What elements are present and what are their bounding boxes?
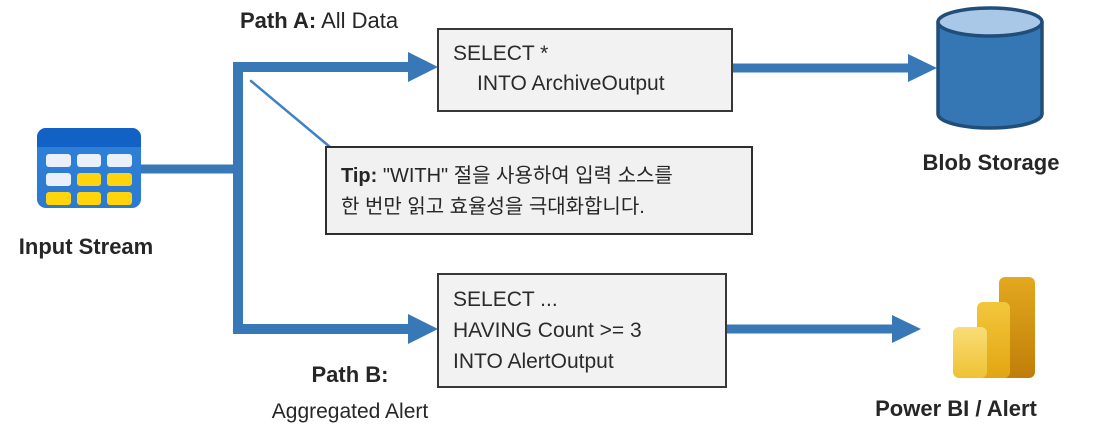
table-cell	[107, 192, 132, 205]
table-cell	[76, 192, 102, 205]
table-cell	[46, 173, 71, 186]
table-cell	[76, 154, 102, 167]
input-stream-icon	[37, 128, 141, 208]
blob-storage-icon	[936, 6, 1044, 130]
path-b-arrowhead	[408, 314, 438, 344]
query-line: SELECT ...	[453, 288, 558, 311]
power-bi-icon	[953, 277, 1035, 378]
cylinder-top	[936, 6, 1044, 38]
archive-output-arrowhead	[908, 54, 937, 82]
query-line: INTO AlertOutput	[453, 350, 614, 373]
input-stream-label: Input Stream	[18, 234, 154, 259]
alert-query-box: SELECT ... HAVING Count >= 3 INTO AlertO…	[437, 273, 727, 388]
tip-callout: Tip: "WITH" 절을 사용하여 입력 소스를 한 번만 읽고 효율성을 …	[325, 146, 753, 235]
tip-line-1: Tip: "WITH" 절을 사용하여 입력 소스를	[341, 161, 737, 192]
table-cell	[107, 173, 132, 186]
archive-query-box: SELECT * INTO ArchiveOutput	[437, 28, 733, 112]
path-b-label: Path B:	[311, 362, 389, 387]
path-a-arrowhead	[408, 52, 438, 82]
path-b-sublabel: Aggregated Alert	[271, 400, 429, 423]
table-header-band	[37, 128, 141, 147]
table-cell	[76, 173, 102, 186]
bar-short	[953, 327, 987, 378]
power-bi-label: Power BI / Alert	[875, 396, 1037, 421]
table-cell	[107, 154, 132, 167]
path-a-label-bold: Path A:	[240, 8, 317, 33]
tip-label: Tip:	[341, 165, 378, 187]
query-line: INTO ArchiveOutput	[477, 72, 665, 95]
table-cell	[46, 192, 71, 205]
table-cell	[46, 154, 71, 167]
tip-line-1-text: "WITH" 절을 사용하여 입력 소스를	[377, 165, 673, 187]
query-line: HAVING Count >= 3	[453, 319, 642, 342]
table-cells	[37, 147, 141, 208]
tip-leader-line	[249, 79, 332, 149]
alert-output-arrowhead	[892, 315, 921, 343]
cylinder-body	[936, 20, 1044, 130]
path-a-label-rest: All Data	[316, 8, 399, 33]
blob-storage-label: Blob Storage	[922, 150, 1060, 175]
path-a-label: Path A: All Data	[240, 8, 398, 34]
query-line: SELECT *	[453, 42, 549, 65]
tip-line-2: 한 번만 읽고 효율성을 극대화합니다.	[341, 196, 645, 218]
